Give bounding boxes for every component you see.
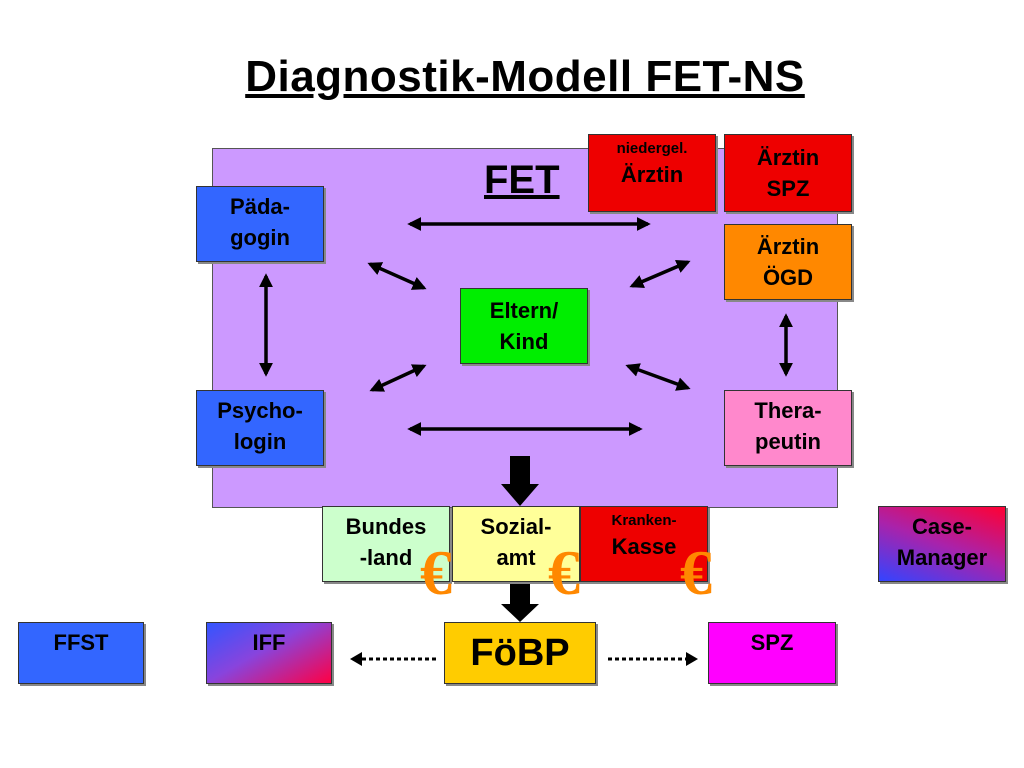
spz-label: SPZ [750,630,794,655]
box-bundesland: Bundes -land [322,506,450,582]
block-arrow-down-lower [501,584,539,622]
dotted-arrow-right-head [686,652,698,666]
box-aerztin-spz: Ärztin SPZ [724,134,852,212]
arrow-diagonal-upper-left [367,262,427,290]
arrow-diagonal-lower-right [625,363,691,391]
aerztin-oegd-line1: Ärztin [756,234,820,259]
box-spz: SPZ [708,622,836,684]
box-case-manager: Case- Manager [878,506,1006,582]
bundesland-line2: -land [359,545,413,570]
box-foebp: FöBP [444,622,596,684]
case-manager-line2: Manager [896,545,988,570]
euro-symbol-1: € [420,537,452,608]
box-ffst: FFST [18,622,144,684]
page-title: Diagnostik-Modell FET-NS [245,52,805,101]
aerztin-spz-line2: SPZ [766,176,810,201]
bundesland-line1: Bundes [345,514,427,539]
box-aerztin-oegd: Ärztin ÖGD [724,224,852,300]
block-arrow-down-upper [501,456,539,506]
paedagogin-line1: Päda- [230,194,290,219]
therapeutin-line2: peutin [755,429,821,454]
foebp-label: FöBP [470,632,570,674]
eltern-kind-line1: Eltern/ [489,298,559,323]
sozialamt-line1: Sozial- [480,514,552,539]
psychologin-line2: login [233,429,287,454]
box-niedergel-aerztin: niedergel. Ärztin [588,134,716,212]
sozialamt-line2: amt [496,545,536,570]
aerztin-oegd-line2: ÖGD [762,265,814,290]
euro-symbol-2: € [548,537,580,608]
box-krankenkasse: Kranken- Kasse [580,506,708,582]
case-manager-line1: Case- [912,514,972,539]
fet-label: FET [484,158,560,202]
paedagogin-line2: gogin [230,225,290,250]
box-sozialamt: Sozial- amt [452,506,580,582]
box-paedagogin: Päda- gogin [196,186,324,262]
ffst-label: FFST [53,630,109,655]
arrow-diagonal-upper-right [629,259,691,289]
box-iff: IFF [206,622,332,684]
niedergel-main-label: Ärztin [620,162,684,187]
niedergel-small-label: niedergel. [616,140,688,157]
krankenkasse-small-label: Kranken- [611,512,677,529]
eltern-kind-line2: Kind [499,329,549,354]
iff-label: IFF [252,630,286,655]
psychologin-line1: Psycho- [217,398,303,423]
euro-symbol-3: € [680,537,712,608]
box-eltern-kind: Eltern/ Kind [460,288,588,364]
krankenkasse-main-label: Kasse [611,534,677,559]
arrow-diagonal-lower-left [369,364,427,392]
aerztin-spz-line1: Ärztin [756,145,820,170]
box-psychologin: Psycho- login [196,390,324,466]
box-therapeutin: Thera- peutin [724,390,852,466]
therapeutin-line1: Thera- [754,398,822,423]
dotted-arrow-left-head [350,652,362,666]
